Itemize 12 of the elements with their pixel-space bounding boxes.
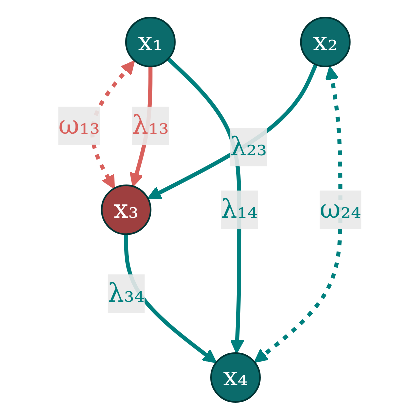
node-circle: x₃ — [101, 184, 152, 236]
edge-label: ω₂₄ — [320, 194, 362, 224]
arrow — [148, 64, 318, 200]
edge-label: λ₁₄ — [221, 194, 258, 224]
edge-label: ω₁₃ — [58, 110, 100, 141]
node-circle: x₂ — [300, 17, 351, 68]
edge-label: λ₂₃ — [230, 131, 268, 162]
node-circle: x₄ — [210, 352, 261, 403]
arrow — [254, 66, 343, 364]
edge-label: λ₁₃ — [132, 110, 170, 141]
edge-label: λ₃₄ — [108, 278, 145, 308]
node-circle: x₁ — [125, 17, 176, 68]
